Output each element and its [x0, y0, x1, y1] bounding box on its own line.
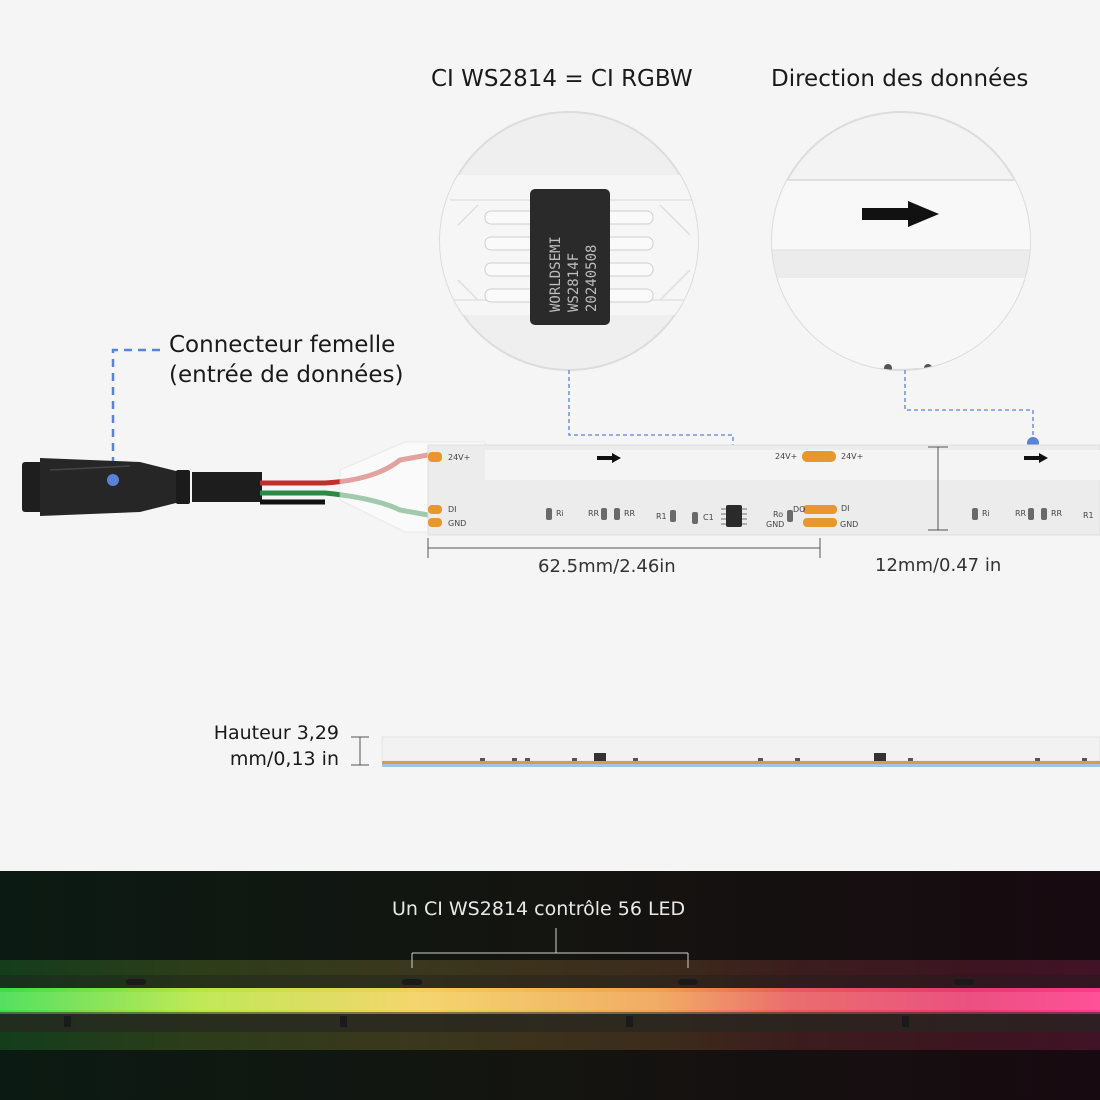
arrow-right-icon — [862, 201, 939, 227]
connector-label: Connecteur femelle (entrée de données) — [169, 330, 403, 390]
height-dimension-line — [351, 736, 369, 766]
connector-label-line1: Connecteur femelle — [169, 332, 396, 358]
pcb-ro: Ro — [773, 510, 783, 519]
pcb-gnd-left: GND — [448, 519, 466, 528]
pcb-rr-b: RR — [624, 509, 636, 518]
connector-icon — [22, 458, 262, 516]
pcb-rr-right-b: RR — [1051, 509, 1063, 518]
strip-side-profile — [381, 736, 1100, 767]
height-label-line1: Hauteur 3,29 — [213, 722, 339, 744]
lit-strip-panel — [0, 871, 1100, 1100]
height-label: Hauteur 3,29 mm/0,13 in — [214, 720, 339, 772]
chip-date-code: 20240508 — [584, 245, 600, 312]
chip-brand: WORLDSEMI — [548, 236, 564, 312]
length-dimension-line — [427, 538, 821, 558]
pcb-di-left: DI — [448, 505, 457, 514]
led-count-label: Un CI WS2814 contrôle 56 LED — [392, 898, 686, 920]
pcb-vplus-mid-left: 24V+ — [775, 452, 797, 461]
ic-title: CI WS2814 = CI RGBW — [431, 66, 693, 92]
width-dimension-line — [928, 446, 948, 531]
pcb-gnd-mid-left: GND — [766, 520, 784, 529]
direction-title: Direction des données — [771, 66, 1029, 92]
pcb-rr-right: RR — [1015, 509, 1027, 518]
led-strip-main: 24V+ DI GND 24V+ 24V+ DO DI GND GND Ro R… — [427, 444, 1100, 536]
arrow-right-icon — [1024, 453, 1048, 463]
chip-magnifier: WORLDSEMI WS2814F 20240508 — [439, 111, 699, 371]
width-dimension-label: 12mm/0.47 in — [875, 555, 1002, 576]
chip-body — [530, 189, 610, 325]
arrow-right-icon — [597, 453, 621, 463]
pcb-di-mid: DI — [841, 504, 850, 513]
pcb-r1: R1 — [656, 512, 667, 521]
chip-right-pins — [602, 210, 654, 303]
pcb-c1: C1 — [703, 513, 714, 522]
height-label-line2: mm/0,13 in — [229, 748, 339, 770]
led-count-bracket — [411, 928, 689, 968]
pcb-ri: Ri — [556, 509, 564, 518]
connector-callout — [111, 348, 160, 480]
direction-magnifier — [771, 111, 1031, 371]
callout-lines — [568, 370, 1034, 493]
callout-dot-connector — [107, 474, 119, 486]
pcb-ri-right: Ri — [982, 509, 990, 518]
pcb-r1-right: R1 — [1083, 511, 1094, 520]
length-dimension-label: 62.5mm/2.46in — [538, 556, 676, 577]
strip-chip — [721, 505, 747, 527]
chip-left-pins — [484, 210, 536, 303]
pcb-rr-a: RR — [588, 509, 600, 518]
pcb-vplus-mid-right: 24V+ — [841, 452, 863, 461]
pcb-do: DO — [793, 505, 805, 514]
connector-label-line2: (entrée de données) — [169, 362, 404, 388]
chip-model: WS2814F — [566, 253, 582, 312]
pcb-vplus-left: 24V+ — [448, 453, 470, 462]
pcb-gnd-mid-right: GND — [840, 520, 858, 529]
